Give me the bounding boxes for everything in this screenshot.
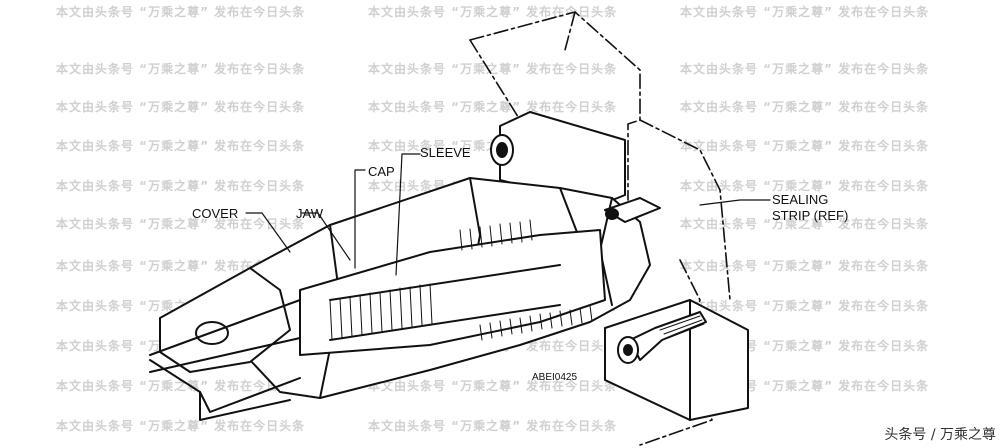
thread-hatch — [329, 219, 593, 341]
watermark-text: 本文由头条号 “万乘之尊” 发布在今日头条 — [56, 100, 306, 114]
watermark-text: 本文由头条号 “万乘之尊” 发布在今日头条 — [680, 299, 930, 313]
watermark-text: 本文由头条号 “万乘之尊” 发布在今日头条 — [680, 139, 930, 153]
phantom-structure-upper — [469, 11, 731, 301]
mounting-block-upper — [490, 111, 626, 206]
label-sleeve: SLEEVE — [420, 145, 471, 160]
drawing-code: ABEI0425 — [532, 372, 578, 383]
cap-screw — [617, 311, 707, 364]
watermark-text: 本文由头条号 “万乘之尊” 发布在今日头条 — [368, 379, 618, 393]
label-jaw: JAW — [296, 206, 323, 221]
watermark-text: 本文由头条号 “万乘之尊” 发布在今日头条 — [368, 5, 618, 19]
watermark-text: 本文由头条号 “万乘之尊” 发布在今日头条 — [680, 179, 930, 193]
watermark-text: 本文由头条号 “万乘之尊” 发布在今日头条 — [680, 100, 930, 114]
watermark-row: 本文由头条号 “万乘之尊” 发布在今日头条 本文由头条号 “万乘之尊” 发布在今… — [0, 60, 1002, 76]
watermark-text: 本文由头条号 “万乘之尊” 发布在今日头条 — [56, 179, 306, 193]
sealing-clip — [604, 197, 661, 223]
watermark-row: 本文由头条号 “万乘之尊” 发布在今日头条 本文由头条号 “万乘之尊” 发布在今… — [0, 3, 1002, 19]
watermark-text: 本文由头条号 “万乘之尊” 发布在今日头条 — [680, 217, 930, 231]
watermark-text: 本文由头条号 “万乘之尊” 发布在今日头条 — [368, 62, 618, 76]
watermark-text: 本文由头条号 “万乘之尊” 发布在今日头条 — [56, 379, 306, 393]
watermark-text: 本文由头条号 “万乘之尊” 发布在今日头条 — [56, 62, 306, 76]
shaft — [149, 299, 301, 373]
label-cap: CAP — [368, 164, 395, 179]
label-sealing-line1: SEALING — [772, 192, 829, 207]
sleeve-body — [299, 229, 606, 356]
watermark-text: 本文由头条号 “万乘之尊” 发布在今日头条 — [368, 419, 618, 433]
watermark-text: 本文由头条号 “万乘之尊” 发布在今日头条 — [56, 259, 306, 273]
watermark-text: 本文由头条号 “万乘之尊” 发布在今日头条 — [56, 139, 306, 153]
phantom-structure-lower — [639, 259, 713, 446]
rod-end-clevis — [149, 267, 301, 421]
leader-lines — [245, 153, 771, 276]
watermark-row: 本文由头条号 “万乘之尊” 发布在今日头条 本文由头条号 “万乘之尊” 发布在今… — [0, 98, 1002, 114]
credit-watermark: 头条号 / 万乘之尊 — [884, 427, 996, 443]
watermark-text: 本文由头条号 “万乘之尊” 发布在今日头条 — [56, 419, 306, 433]
watermark-text: 本文由头条号 “万乘之尊” 发布在今日头条 — [680, 5, 930, 19]
watermark-row: 本文由头条号 “万乘之尊” 发布在今日头条 本文由头条号 “万乘之尊” 发布在今… — [0, 417, 1002, 433]
watermark-text: 本文由头条号 “万乘之尊” 发布在今日头条 — [680, 259, 930, 273]
watermark-text: 本文由头条号 “万乘之尊” 发布在今日头条 — [56, 217, 306, 231]
label-cover: COVER — [192, 206, 239, 221]
watermark-text: 本文由头条号 “万乘之尊” 发布在今日头条 — [680, 62, 930, 76]
watermark-text: 本文由头条号 “万乘之尊” 发布在今日头条 — [56, 5, 306, 19]
label-sealing-line2: STRIP (REF) — [772, 208, 849, 223]
watermark-text: 本文由头条号 “万乘之尊” 发布在今日头条 — [368, 100, 618, 114]
